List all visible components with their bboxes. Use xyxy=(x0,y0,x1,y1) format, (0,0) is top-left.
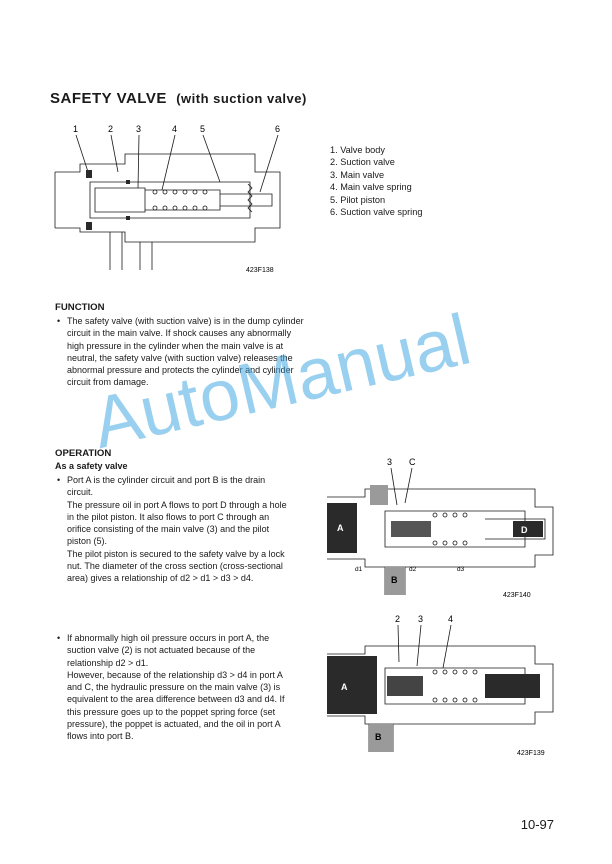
operation-block-1: Port A is the cylinder circuit and port … xyxy=(55,474,293,585)
function-text: The safety valve (with suction valve) is… xyxy=(55,315,305,389)
callout-2: 2 xyxy=(395,614,400,624)
function-heading: FUNCTION xyxy=(55,302,105,313)
callout-3: 3 xyxy=(387,457,392,467)
figure-code: 423F138 xyxy=(246,267,274,274)
port-d-label: D xyxy=(521,525,528,535)
figure-safety-valve-operation-1: 3 C A B D d1 d2 d3 423F140 xyxy=(327,457,554,599)
figure-safety-valve-operation-2: 2 3 4 A B 423F139 xyxy=(327,614,554,757)
dim-d1-label: d1 xyxy=(355,566,363,573)
callout-5: 5 xyxy=(200,124,205,134)
callout-c: C xyxy=(409,457,416,467)
parts-list-item: 6. Suction valve spring xyxy=(330,207,423,218)
callout-6: 6 xyxy=(275,124,280,134)
operation-para-3: The pilot piston is secured to the safet… xyxy=(67,548,285,584)
callout-1: 1 xyxy=(73,124,78,134)
page-number: 10-97 xyxy=(520,817,554,832)
callout-4: 4 xyxy=(448,614,453,624)
operation-para-5: However, because of the relationship d3 … xyxy=(67,669,285,742)
operation-para-4: If abnormally high oil pressure occurs i… xyxy=(55,632,293,669)
figure-code: 423F139 xyxy=(517,750,545,757)
operation-subheading: As a safety valve xyxy=(55,461,128,471)
dim-d2-label: d2 xyxy=(409,566,417,573)
port-b-label: B xyxy=(391,575,398,585)
operation-para-2: The pressure oil in port A flows to port… xyxy=(67,499,287,547)
callout-4: 4 xyxy=(172,124,177,134)
figure-code: 423F140 xyxy=(503,592,531,599)
operation-para-1: Port A is the cylinder circuit and port … xyxy=(55,474,293,499)
parts-list: 1. Valve body 2. Suction valve 3. Main v… xyxy=(330,144,422,218)
callout-2: 2 xyxy=(108,124,113,134)
parts-list-item: 5. Pilot piston xyxy=(330,194,386,205)
port-a-label: A xyxy=(337,523,344,533)
callout-3: 3 xyxy=(136,124,141,134)
page-title: SAFETY VALVE (with suction valve) xyxy=(50,90,307,107)
parts-list-item: 2. Suction valve xyxy=(330,157,395,168)
operation-block-2: If abnormally high oil pressure occurs i… xyxy=(55,632,293,743)
parts-list-item: 4. Main valve spring xyxy=(330,182,412,193)
port-a-label: A xyxy=(341,682,348,692)
figure-safety-valve-section: 1 2 3 4 5 6 423F138 xyxy=(54,124,281,274)
operation-heading: OPERATION xyxy=(55,448,112,459)
parts-list-item: 3. Main valve xyxy=(330,169,385,180)
port-b-label: B xyxy=(375,732,382,742)
dim-d3-label: d3 xyxy=(457,566,465,573)
callout-3: 3 xyxy=(418,614,423,624)
parts-list-item: 1. Valve body xyxy=(330,145,385,155)
